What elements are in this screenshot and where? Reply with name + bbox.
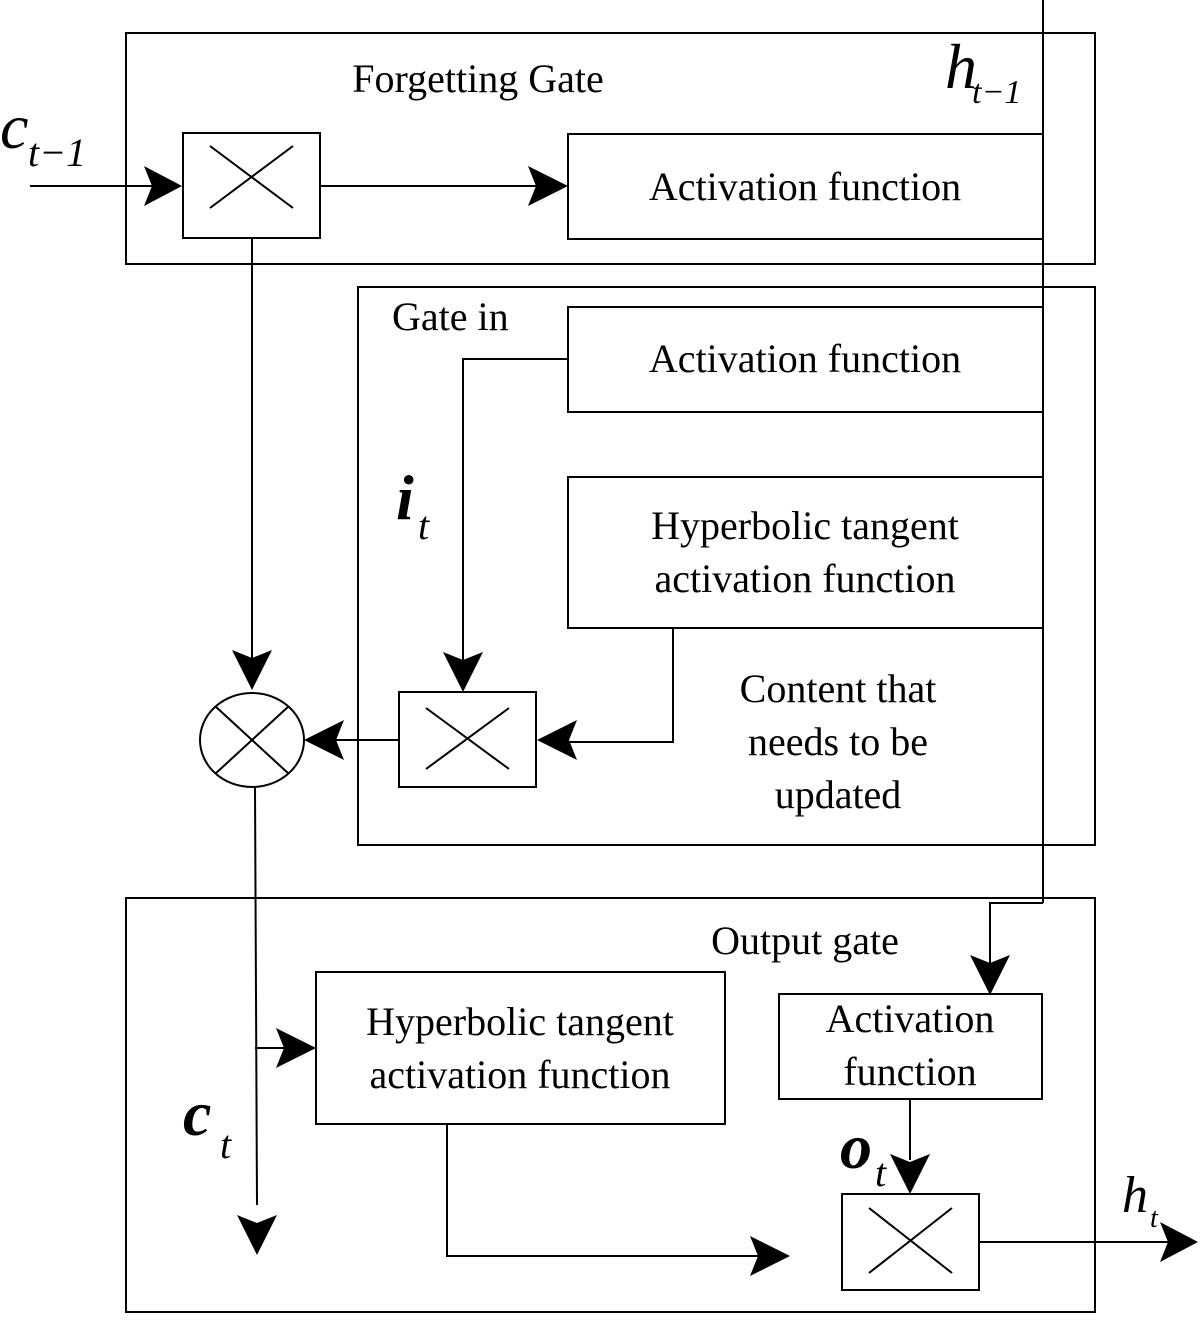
update-content-label-line3: updated (775, 772, 902, 817)
input-tanh-label-line1: Hyperbolic tangent (651, 503, 959, 548)
forget-activation-box (567, 133, 1044, 240)
h-t-subscript: t (1150, 1203, 1159, 1234)
multiply-icon (209, 145, 294, 209)
cell-state-combine-node (199, 692, 305, 788)
c-prev-subscript: t−1 (28, 130, 86, 175)
h-t-symbol: h t (1122, 1167, 1159, 1234)
c-t-symbol: c t (183, 1078, 232, 1167)
circled-multiply-icon (214, 705, 290, 775)
update-content-label-line2: needs to be (748, 719, 928, 764)
input-gate-title: Gate in (392, 294, 509, 339)
output-activation-label-line2: function (843, 1049, 976, 1094)
h-prev-to-output-line (989, 902, 1043, 968)
h-prev-subscript: t−1 (972, 74, 1021, 111)
cell-state-down-line (254, 786, 258, 1206)
arrowhead-icon (528, 166, 568, 206)
output-gate-frame (125, 897, 1096, 1313)
forgetting-gate-frame (125, 32, 1096, 265)
arrowhead-icon (304, 720, 344, 760)
i-t-symbol: i t (396, 462, 430, 548)
output-activation-box (778, 993, 1043, 1100)
output-gate-title: Output gate (711, 918, 899, 963)
h-prev-base: h (945, 31, 977, 102)
arrowhead-icon (144, 166, 182, 206)
input-multiply-box (398, 691, 537, 788)
output-multiply-box (841, 1193, 980, 1291)
input-activation-label: Activation function (649, 336, 961, 381)
o-t-symbol: o t (840, 1111, 887, 1195)
c-t-subscript: t (220, 1122, 232, 1167)
output-tanh-to-mult-line (446, 1124, 760, 1257)
o-t-subscript: t (875, 1150, 887, 1195)
arrowhead-icon (276, 1028, 316, 1068)
multiply-icon (425, 707, 510, 770)
arrowhead-icon (890, 1154, 930, 1194)
input-activation-to-mult-line (462, 358, 568, 665)
forget-multiply-box (182, 132, 321, 239)
output-tanh-label-line1: Hyperbolic tangent (366, 999, 674, 1044)
output-tanh-label-line2: activation function (369, 1052, 670, 1097)
update-content-label-line1: Content that (740, 666, 937, 711)
output-activation-label-line1: Activation (826, 996, 995, 1041)
c-prev-base: c (0, 91, 28, 162)
c-prev-symbol: c t−1 (0, 91, 86, 175)
o-t-base: o (840, 1111, 872, 1182)
arrowhead-icon (232, 650, 272, 690)
forget-activation-label: Activation function (649, 164, 961, 209)
input-gate-frame (357, 286, 1096, 846)
arrowhead-icon (970, 955, 1010, 995)
h-t-base: h (1122, 1167, 1148, 1224)
input-tanh-label-line2: activation function (654, 556, 955, 601)
output-tanh-box (315, 971, 726, 1125)
c-t-base: c (183, 1078, 211, 1149)
input-tanh-box (567, 476, 1044, 629)
i-t-base: i (396, 462, 414, 533)
input-activation-box (567, 306, 1044, 413)
arrowhead-icon (1160, 1222, 1198, 1262)
input-tanh-to-mult-line (565, 628, 674, 743)
forgetting-gate-title: Forgetting Gate (352, 56, 603, 101)
i-t-subscript: t (418, 503, 430, 548)
h-prev-symbol: h t−1 (945, 31, 1021, 111)
multiply-icon (868, 1207, 953, 1274)
arrowhead-icon (750, 1236, 790, 1276)
arrowhead-icon (443, 652, 483, 692)
arrowhead-icon (237, 1215, 277, 1255)
arrowhead-icon (537, 720, 577, 760)
